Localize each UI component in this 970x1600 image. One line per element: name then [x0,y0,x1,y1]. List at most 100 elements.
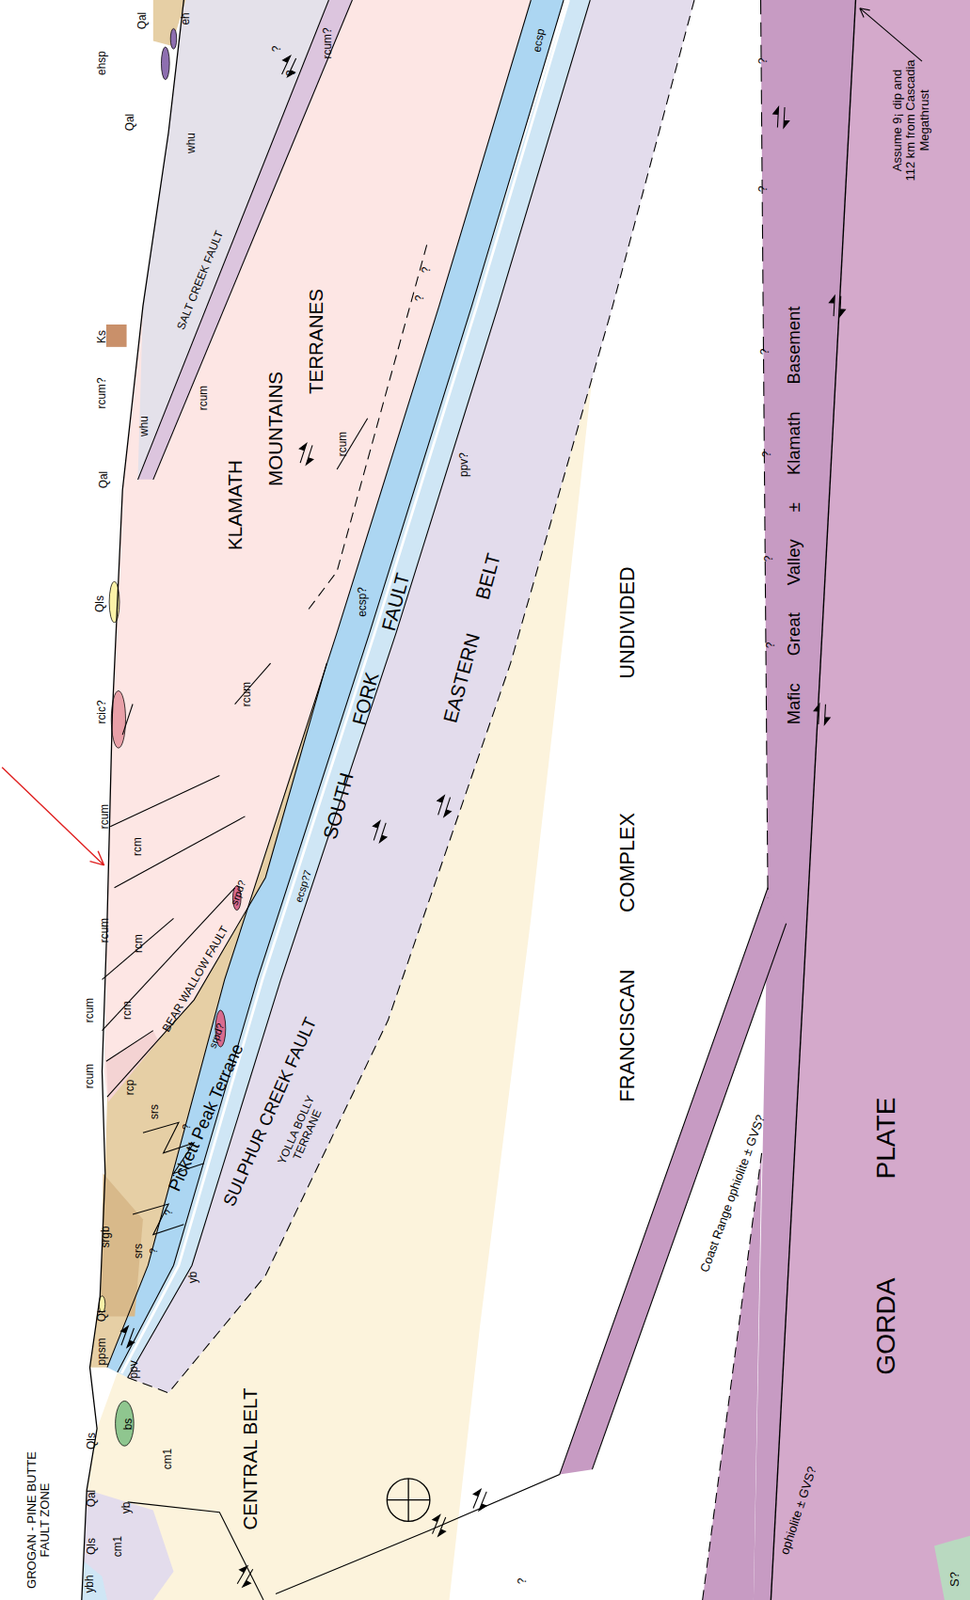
section-label: ppv? [458,452,471,478]
slip-arrow [772,106,790,128]
section-label: ? [765,641,779,649]
section-label: Qt [95,1310,109,1323]
section-label: Qal [85,1489,98,1508]
section-label: rcum [98,804,112,829]
ybh-patch [81,1561,108,1600]
half-arrow [432,794,455,819]
section-label: ? [180,1124,192,1130]
slip-arrow [432,794,455,819]
section-label: whu [185,132,198,154]
callout-arrow [1,767,105,866]
slip-arrow [812,703,830,726]
section-label: ehsp [95,50,109,76]
slip-arrow [828,295,846,318]
section-label: cm1 [111,1535,125,1557]
half-arrow [812,703,830,726]
section-label: Qls [85,1538,98,1556]
section-label: yb [188,1272,201,1285]
thrust-line [702,1153,763,1600]
section-label: Ks [95,330,109,344]
rcum-line [122,704,133,736]
yb-patch [81,1490,175,1600]
section-label: ? [271,46,285,53]
section-label: ? [286,70,299,78]
half-arrow [468,1487,492,1513]
mafic-basement-band [753,0,857,1600]
section-label: ? [162,1209,175,1216]
slab-top [770,0,856,1600]
section-label: srs [132,1243,145,1259]
section-label: rcum [98,918,112,943]
section-label: ? [757,185,770,192]
section-label: Qal [124,113,137,132]
slip-arrow [295,442,318,467]
half-arrow [233,1563,258,1590]
section-label: srs [148,1105,161,1121]
half-arrow [828,295,846,318]
section-label: ? [763,556,777,563]
whu-unit [138,0,330,480]
slip-arrow [468,1487,492,1513]
coast-range-ophiolite [559,888,787,1476]
section-label: FRANCISCAN [616,970,639,1103]
half-arrow [368,819,391,844]
section-label: srgb [99,1225,112,1248]
section-label: ? [420,267,433,274]
leader-line [859,8,923,62]
section-label: bs [122,1418,135,1432]
section-label: GORDA [871,1278,901,1376]
gvs-patch [934,1536,970,1600]
klamath-terranes [104,0,532,1098]
fault-line [127,0,591,1379]
section-label: ybh [83,1574,96,1593]
ground-surface [81,0,185,1600]
section-label: Qls [85,1432,98,1450]
section-label: ppv [128,1360,142,1379]
rcum-line [114,816,246,889]
thrust-line [275,888,768,1595]
section-label: rcum? [95,377,109,409]
section-label: cm1 [162,1448,175,1470]
section-label: ? [147,1248,160,1255]
fault-line [127,0,695,1394]
rcum-line [102,888,236,1032]
section-label: whu [139,416,152,438]
rcp-strip [106,1031,159,1103]
fault-line [117,0,564,1373]
section-label: rcum [240,681,254,706]
section-label: rcum [83,1064,96,1089]
rcum-line [110,775,220,827]
into-page-cross [386,1478,430,1523]
section-label: CENTRAL BELT [239,1388,262,1531]
section-label: rcic? [95,700,109,725]
section-label: Qal [97,471,111,490]
slip-arrow [428,1512,451,1539]
srs-fold [132,1204,184,1236]
section-label: UNDIVIDED [616,566,639,679]
fault-line [107,0,531,1368]
half-arrow [428,1512,451,1539]
section-label: rcm [121,1001,134,1020]
half-arrow [295,442,318,467]
slip-arrow [277,53,302,80]
section-label: rcm [131,837,144,857]
section-label: PLATE [871,1097,901,1179]
section-label: Qal [136,11,149,30]
half-arrow [116,1324,140,1350]
section-label: ppsm [95,1338,109,1367]
section-label: COMPLEX [616,812,639,913]
ophiolite-band [702,1153,763,1600]
rcum-line [102,918,175,980]
section-label: Qls [95,595,108,613]
section-label: ? [759,349,772,356]
fault-line [106,1031,154,1063]
basement-top [761,0,769,899]
section-label: ? [757,58,770,65]
into-page-symbol [386,1478,430,1523]
section-label: ecsp? [357,587,370,618]
section-label: rcm [132,935,145,955]
slip-arrow [233,1563,258,1590]
